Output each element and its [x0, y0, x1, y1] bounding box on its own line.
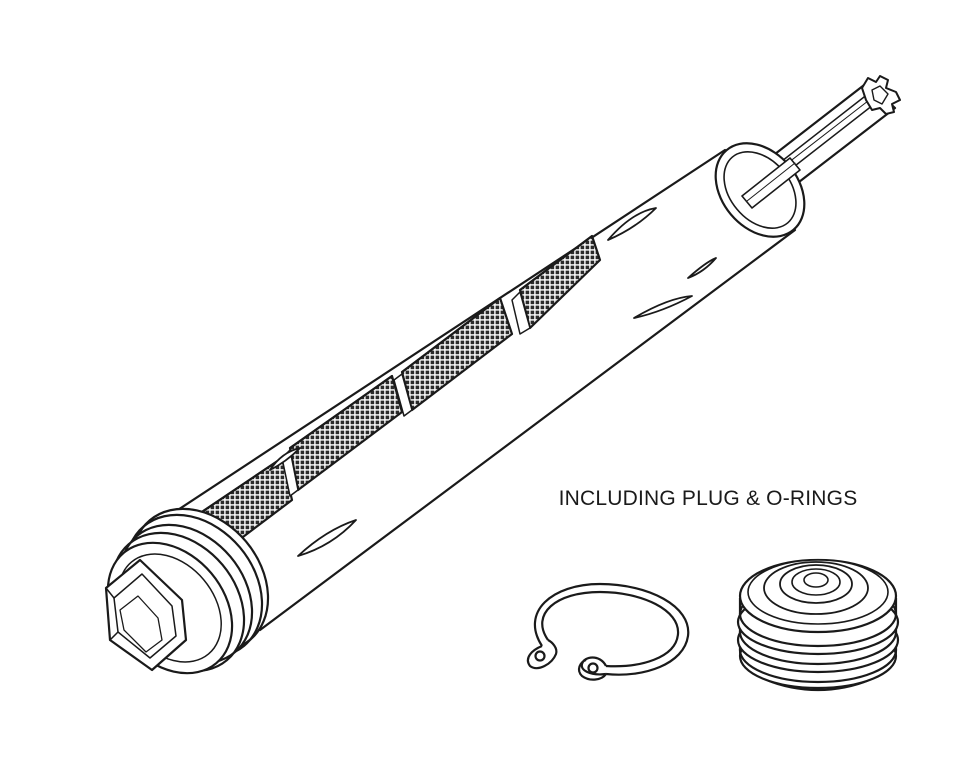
filter-cartridge-drawing	[104, 75, 901, 675]
circlip-drawing	[526, 582, 690, 681]
end-cap	[104, 558, 188, 672]
included-parts-caption: INCLUDING PLUG & O-RINGS	[558, 487, 858, 510]
plug-drawing	[736, 558, 900, 692]
side-slots	[269, 207, 717, 557]
screen-windows	[173, 234, 602, 582]
